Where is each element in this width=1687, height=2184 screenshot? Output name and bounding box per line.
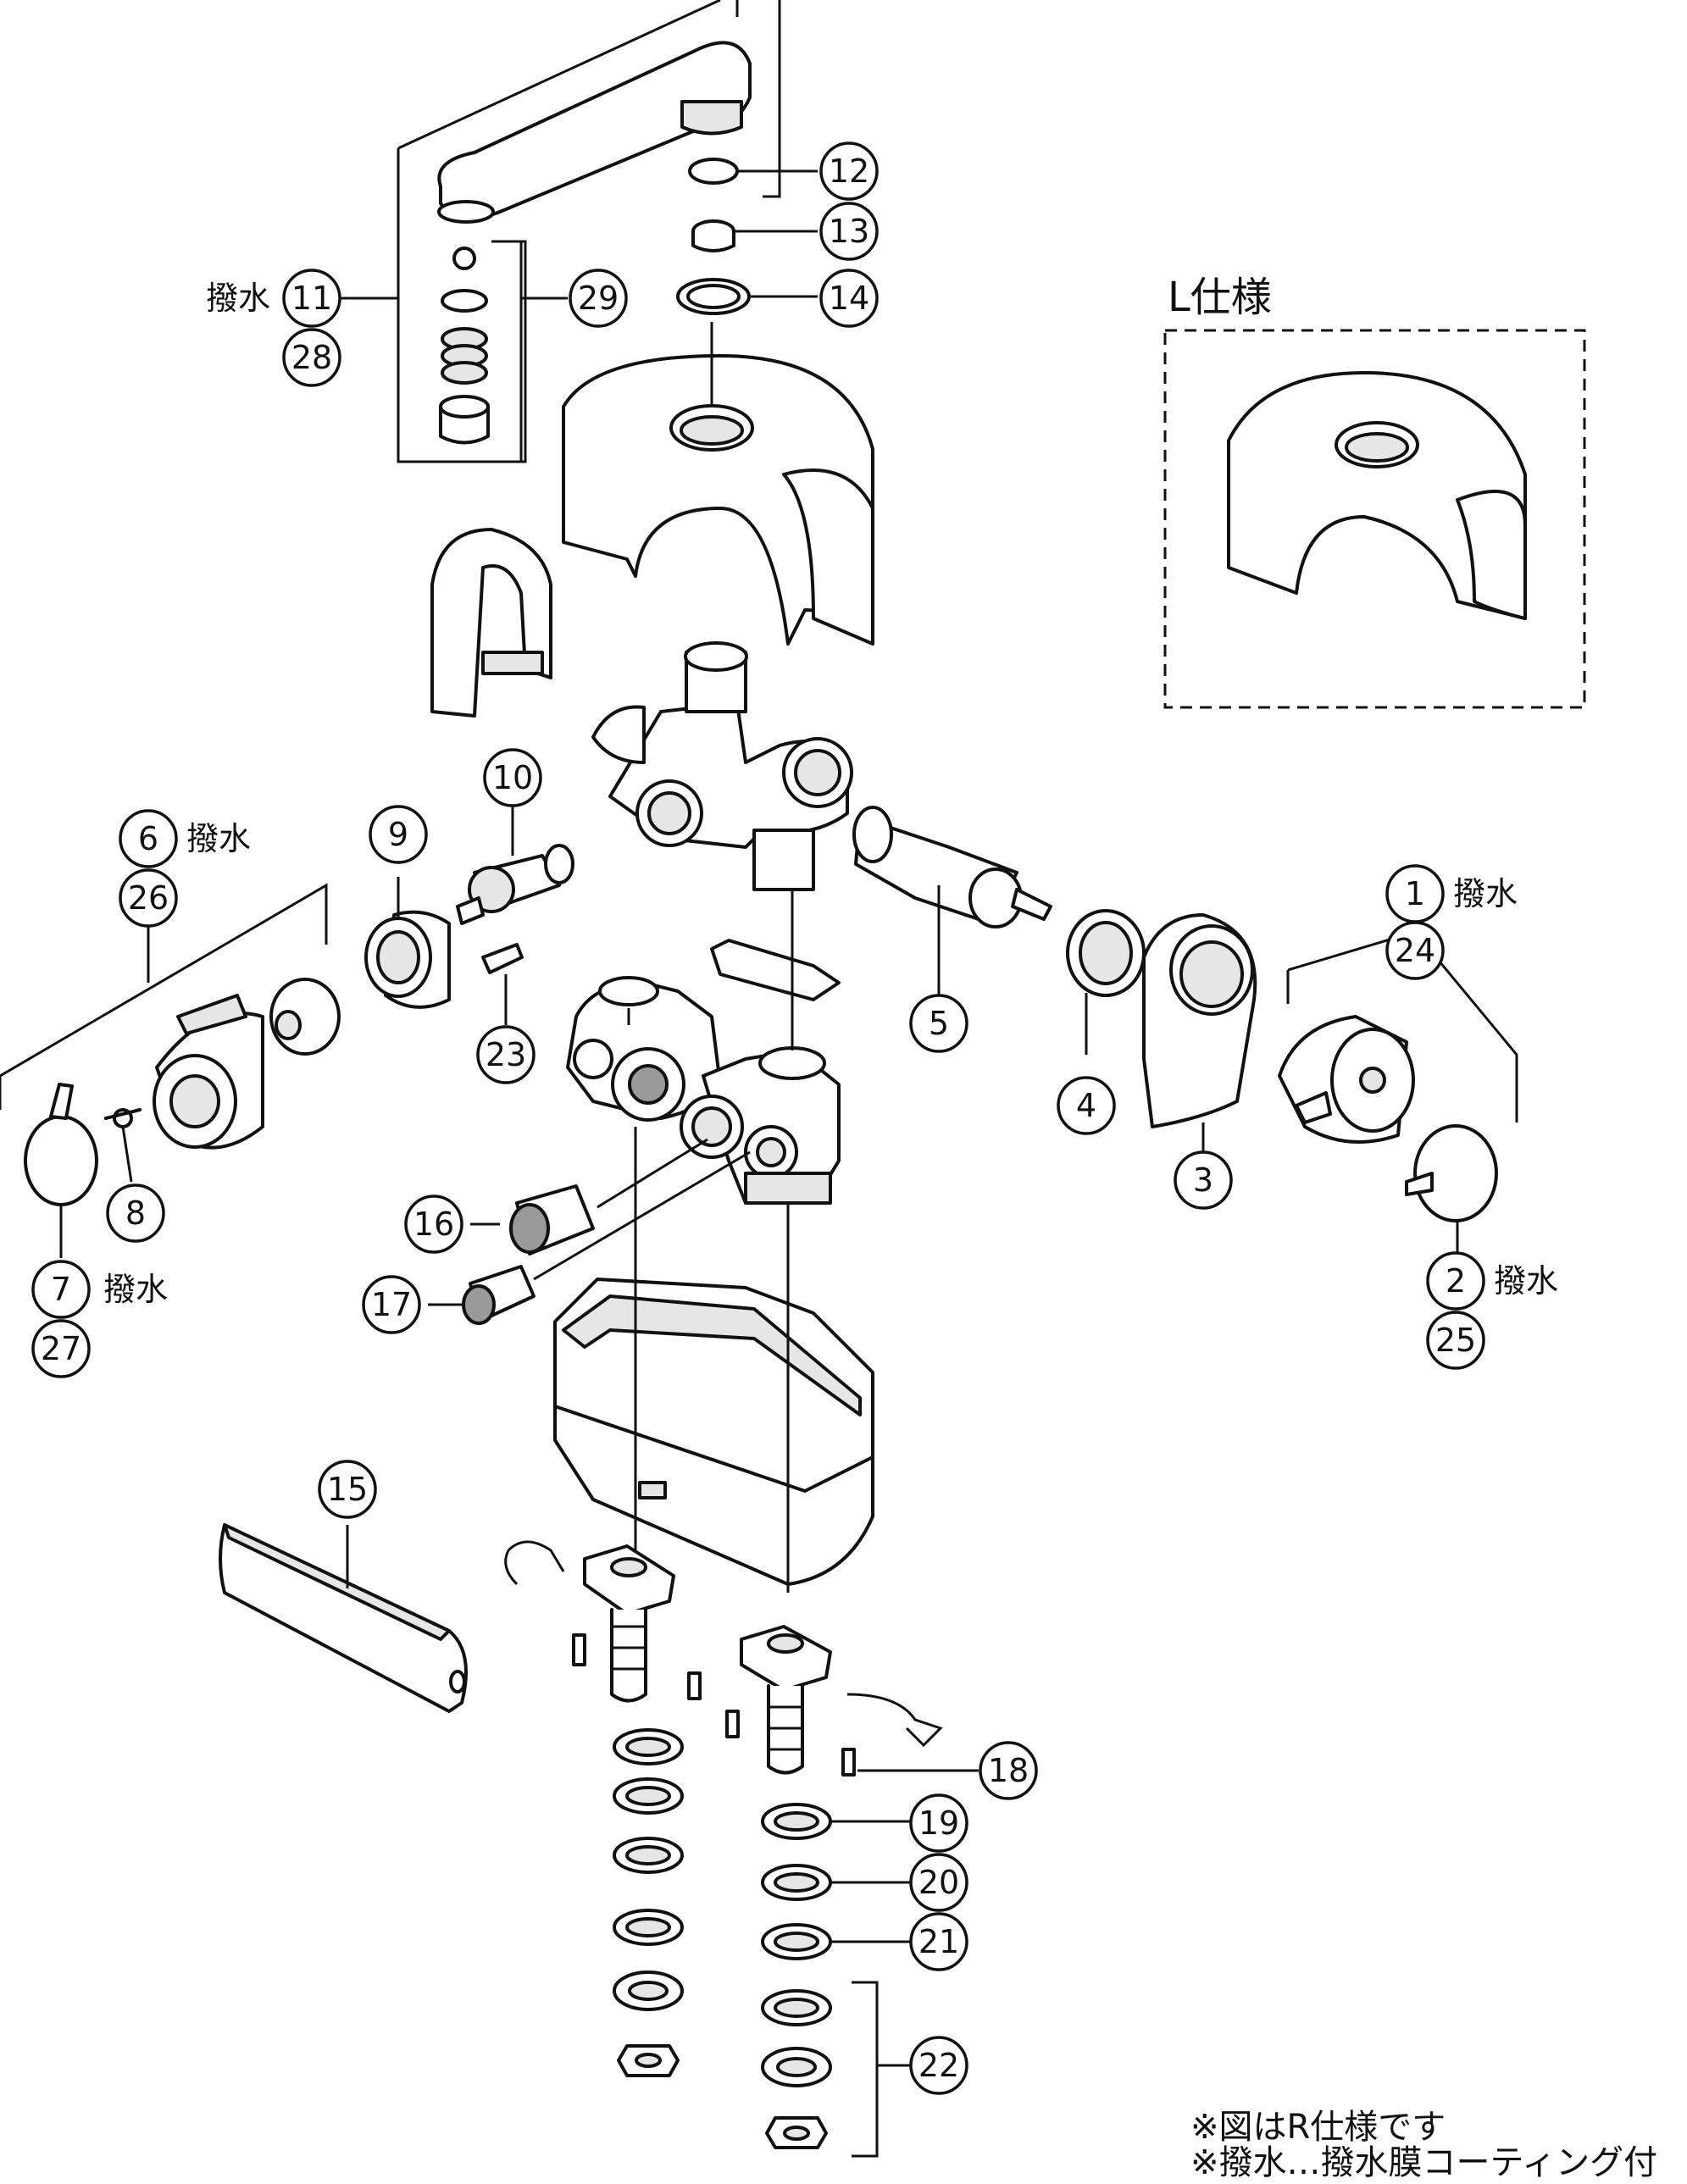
- callout-3: 3: [1174, 1150, 1233, 1210]
- callout-10: 10: [483, 748, 542, 807]
- callout-18: 18: [979, 1741, 1038, 1800]
- callout-28: 28: [282, 328, 341, 387]
- svg-text:26: 26: [128, 879, 169, 917]
- thermo-cartridge-5: [852, 806, 1052, 928]
- callout-23: 23: [476, 1025, 536, 1084]
- valve-cartridge-10: [456, 844, 574, 925]
- svg-text:17: 17: [371, 1286, 412, 1323]
- spout: [437, 41, 752, 224]
- callout-25: 25: [1426, 1311, 1485, 1370]
- svg-text:19: 19: [918, 1804, 959, 1842]
- callout-21: 21: [909, 1912, 968, 1971]
- callout-1: 1: [1385, 864, 1445, 923]
- callout-12: 12: [819, 141, 879, 201]
- bottom-housing: [553, 1278, 874, 1586]
- mounting-plate: [710, 939, 841, 1001]
- valve-16: [509, 1184, 595, 1256]
- svg-text:21: 21: [918, 1923, 959, 1960]
- callout-17: 17: [362, 1275, 421, 1334]
- note-figure-is-r-spec: ※図はR仕様です: [1190, 2108, 1446, 2147]
- callout-24: 24: [1385, 921, 1445, 980]
- svg-text:1: 1: [1405, 875, 1425, 912]
- svg-text:15: 15: [327, 1471, 368, 1508]
- left-handle-group: [24, 910, 451, 1206]
- flange-cover-3: [1142, 913, 1257, 1128]
- svg-text:4: 4: [1076, 1087, 1096, 1124]
- tag-water-repellent-6: 撥水: [186, 820, 251, 857]
- front-panel-15: [219, 1523, 468, 1713]
- diverter-valve-body: [566, 976, 722, 1122]
- svg-text:8: 8: [125, 1195, 146, 1232]
- callout-22: 22: [909, 2036, 968, 2095]
- left-washers: [613, 1728, 684, 2077]
- svg-text:24: 24: [1395, 932, 1435, 969]
- variant-l-box: L仕様: [1163, 274, 1586, 709]
- svg-text:9: 9: [388, 816, 408, 853]
- svg-text:28: 28: [291, 339, 332, 376]
- svg-text:5: 5: [929, 1005, 949, 1042]
- nut-ring-4: [1066, 909, 1146, 997]
- callout-27: 27: [31, 1319, 91, 1378]
- callout-11: 11: [282, 269, 341, 328]
- svg-text:2: 2: [1446, 1262, 1466, 1300]
- tag-water-repellent-11: 撥水: [206, 280, 270, 317]
- callout-29: 29: [569, 269, 628, 328]
- spout-rings: [676, 158, 751, 315]
- svg-text:3: 3: [1193, 1161, 1213, 1199]
- svg-text:7: 7: [51, 1271, 71, 1308]
- note-water-repellent: ※撥水…撥水膜コーティング付: [1190, 2143, 1658, 2182]
- callout-15: 15: [318, 1460, 377, 1519]
- callout-8: 8: [106, 1183, 165, 1243]
- callout-5: 5: [909, 994, 968, 1053]
- svg-text:11: 11: [291, 280, 332, 317]
- callout-2: 2: [1426, 1251, 1485, 1311]
- front-cover: [562, 354, 874, 646]
- svg-text:29: 29: [578, 280, 619, 317]
- svg-text:22: 22: [918, 2047, 959, 2084]
- callout-20: 20: [909, 1853, 968, 1912]
- left-inlet: [504, 1540, 702, 1703]
- thermo-handle-24: [1278, 1015, 1415, 1144]
- callout-7: 7: [31, 1260, 91, 1319]
- thermostatic-valve-body: [680, 1046, 841, 1205]
- variant-l-title: L仕様: [1168, 274, 1272, 321]
- valve-body: [591, 641, 853, 891]
- callout-9: 9: [369, 805, 428, 864]
- svg-text:18: 18: [988, 1752, 1029, 1789]
- tag-water-repellent-2: 撥水: [1494, 1262, 1558, 1300]
- tag-water-repellent-7: 撥水: [103, 1271, 168, 1308]
- back-shield: [430, 528, 552, 718]
- svg-text:23: 23: [486, 1036, 526, 1073]
- aerator-parts: [439, 247, 490, 445]
- svg-text:6: 6: [138, 820, 158, 857]
- svg-text:27: 27: [41, 1330, 81, 1367]
- svg-text:10: 10: [492, 759, 533, 796]
- right-inlet: [725, 1625, 943, 1777]
- tag-water-repellent-1: 撥水: [1453, 875, 1518, 912]
- callout-19: 19: [909, 1793, 968, 1853]
- callout-14: 14: [819, 269, 879, 328]
- check-valve-23: [481, 943, 524, 974]
- svg-text:14: 14: [829, 280, 869, 317]
- callout-26: 26: [119, 868, 178, 928]
- svg-text:12: 12: [829, 152, 869, 190]
- right-washers: [761, 1803, 832, 2149]
- svg-text:25: 25: [1435, 1322, 1476, 1359]
- callout-16: 16: [404, 1195, 463, 1254]
- callout-6: 6: [119, 809, 178, 868]
- svg-text:16: 16: [413, 1206, 454, 1243]
- svg-text:20: 20: [918, 1864, 959, 1901]
- valve-17: [462, 1265, 536, 1325]
- handle-cap-2: [1405, 1124, 1498, 1222]
- callout-4: 4: [1057, 1076, 1116, 1135]
- svg-text:13: 13: [829, 213, 869, 250]
- callout-13: 13: [819, 202, 879, 261]
